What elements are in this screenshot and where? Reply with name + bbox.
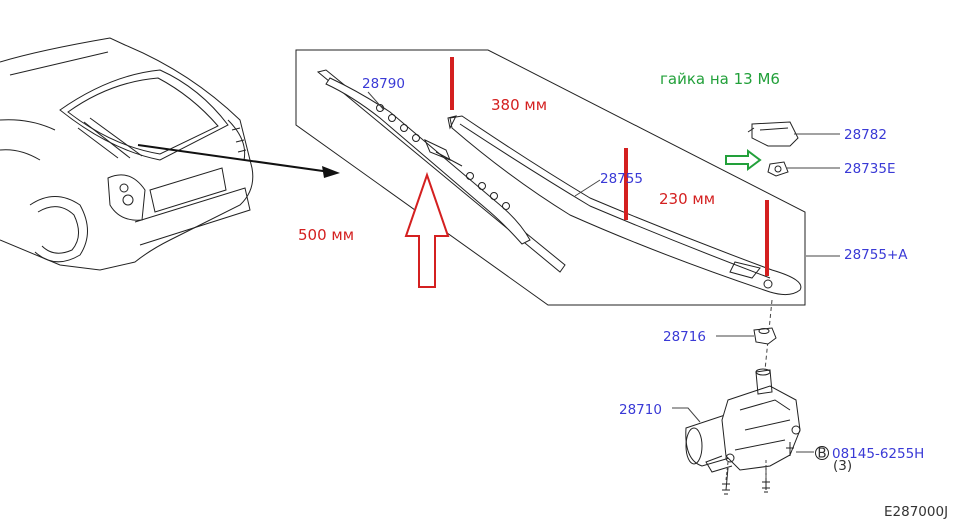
label-blade: 28790 [362,76,405,92]
nut-part [767,161,789,177]
arm-long-length: 380 мм [491,96,547,114]
label-arm: 28755 [600,171,643,187]
green-arrow [725,149,762,171]
measurement-markers [404,57,769,288]
nut-note: гайка на 13 М6 [660,70,780,88]
blade-length: 500 мм [298,226,354,244]
label-assembly: 28755+A [844,247,908,263]
hollow-up-arrow [404,171,450,288]
arm-short-length: 230 мм [659,190,715,208]
wiper-motor [685,368,801,495]
cap-part [747,121,799,147]
bolt-marker: B [817,446,826,462]
label-cap: 28782 [844,127,887,143]
grommet-part [753,327,777,345]
label-motor: 28710 [619,402,662,418]
car-illustration [0,37,254,271]
wiper-arm [447,115,802,296]
label-nut: 28735E [844,161,895,177]
wiper-blade [316,69,566,273]
label-bolt-code: 08145-6255H [832,446,924,462]
label-bolt-qty: (3) [833,458,852,474]
bolt-callout: B 08145-6255H (3) [815,446,924,474]
detail-frame [295,49,806,306]
diagram-code: E287000J [884,504,948,520]
label-grommet: 28716 [663,329,706,345]
pointer-arrow [137,144,340,178]
leader-lines [367,91,840,453]
